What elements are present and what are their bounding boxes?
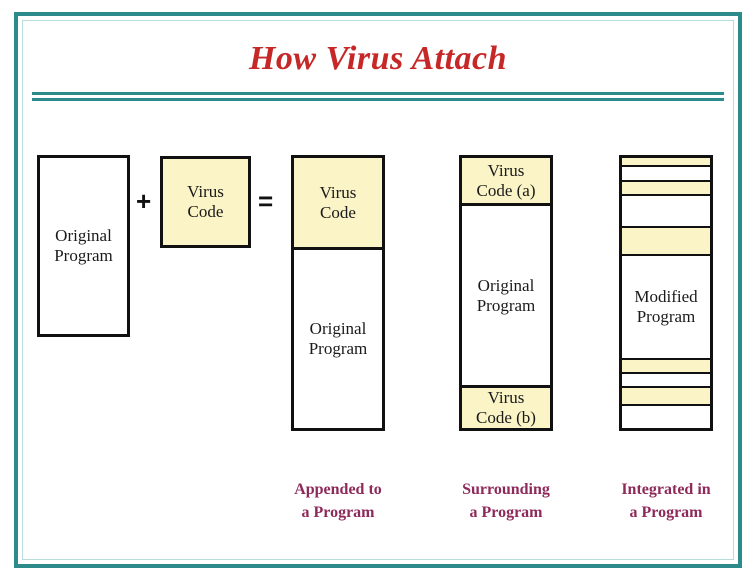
segment-program-stripe-2 (622, 196, 710, 228)
segment-program-stripe-4 (622, 406, 710, 428)
segment-virus-code-a: Virus Code (a) (462, 158, 550, 206)
segment-virus-stripe-1 (622, 158, 710, 167)
segment-line-2: Program (308, 339, 368, 358)
segment-line-2: Code (320, 202, 356, 222)
caption-line-2: a Program (629, 504, 703, 522)
caption-integrated: Integrated in a Program (596, 478, 736, 524)
segment-line-2: Program (636, 307, 696, 326)
box-appended: Virus Code Original Program (291, 155, 385, 431)
slide-inner-border (22, 20, 734, 560)
caption-appended: Appended to a Program (268, 478, 408, 524)
segment-line-1: Original (309, 319, 367, 339)
segment-original-program: Original Program (294, 250, 382, 428)
slide-outer-border (14, 12, 742, 568)
segment-virus-code: Virus Code (163, 159, 248, 245)
segment-virus-stripe-4 (622, 360, 710, 374)
segment-original-program: Original Program (40, 158, 127, 334)
segment-virus-stripe-3 (622, 228, 710, 256)
segment-line-2: Program (54, 246, 113, 265)
caption-surrounding: Surrounding a Program (436, 478, 576, 524)
caption-line-2: a Program (301, 504, 375, 522)
segment-line-2: Code (b) (476, 408, 536, 427)
segment-line-1: Virus (487, 388, 525, 408)
segment-virus-code-b: Virus Code (b) (462, 388, 550, 428)
segment-original-program: Original Program (462, 206, 550, 388)
segment-line-2: Code (187, 202, 224, 221)
segment-line-1: Virus (319, 182, 357, 202)
box-integrated: Modified Program (619, 155, 713, 431)
title-rule-upper (32, 92, 724, 95)
segment-line-1: Original (477, 275, 535, 295)
box-surrounding: Virus Code (a) Original Program Virus Co… (459, 155, 553, 431)
segment-virus-stripe-2 (622, 182, 710, 196)
box-original-program: Original Program (37, 155, 130, 337)
segment-line-2: Code (a) (476, 180, 536, 200)
segment-program-stripe-1 (622, 167, 710, 182)
caption-line-2: a Program (469, 504, 543, 522)
segment-line-1: Virus (187, 182, 224, 202)
segment-line-1: Modified (634, 287, 698, 307)
title-rule-lower (32, 98, 724, 101)
segment-line-2: Program (476, 295, 536, 315)
caption-line-1: Surrounding (462, 481, 550, 498)
segment-line-1: Virus (487, 160, 525, 180)
equals-operator: = (258, 186, 274, 216)
segment-program-stripe-3 (622, 374, 710, 388)
slide-title: How Virus Attach (248, 40, 508, 77)
caption-line-1: Integrated in (621, 481, 711, 498)
caption-line-1: Appended to (294, 481, 382, 498)
box-virus-code: Virus Code (160, 156, 251, 248)
segment-virus-code-top: Virus Code (294, 158, 382, 250)
segment-modified-program: Modified Program (622, 256, 710, 360)
segment-virus-stripe-5 (622, 388, 710, 406)
plus-operator: + (136, 186, 152, 216)
segment-line-1: Original (55, 226, 112, 246)
